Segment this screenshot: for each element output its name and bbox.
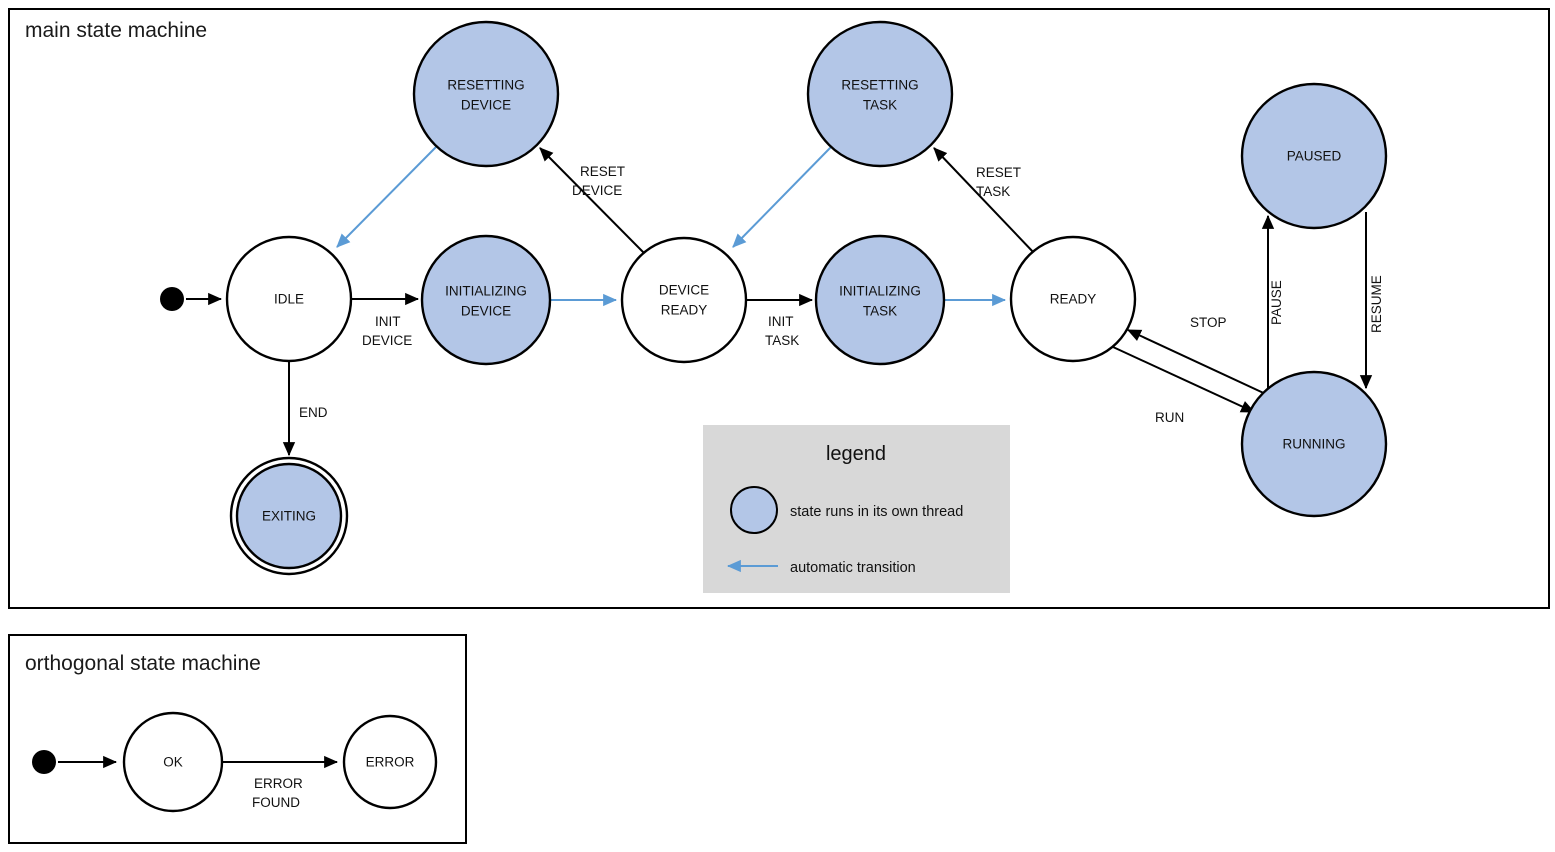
state-idle-label: IDLE: [274, 292, 304, 307]
state-idle[interactable]: IDLE: [225, 235, 353, 363]
transition-idle-to-initializing-device: INIT DEVICE: [352, 292, 420, 348]
edge-label-init-task-line2: TASK: [765, 333, 799, 348]
orthogonal-frame-title: orthogonal state machine: [25, 652, 261, 675]
edge-label-stop: STOP: [1190, 315, 1227, 330]
state-device-ready-shape[interactable]: [620, 236, 748, 364]
state-initializing-device-label-line2: DEVICE: [461, 304, 511, 319]
state-exiting-label: EXITING: [262, 509, 316, 524]
state-exiting-outer-ring: [229, 456, 349, 576]
state-exiting[interactable]: EXITING: [229, 456, 349, 576]
state-resetting-task[interactable]: RESETTING TASK: [806, 20, 954, 168]
state-resetting-device-label-line2: DEVICE: [461, 98, 511, 113]
legend-thread-state-text: state runs in its own thread: [790, 504, 963, 520]
state-ok-shape[interactable]: [122, 711, 224, 813]
edge-label-reset-task-line1: RESET: [976, 165, 1021, 180]
transition-resetting-device-to-idle: [336, 146, 437, 248]
edge-label-init-device-line1: INIT: [375, 314, 401, 329]
legend-thread-state-swatch: [730, 486, 778, 534]
state-paused-shape[interactable]: [1240, 82, 1388, 230]
state-running[interactable]: RUNNING: [1240, 370, 1388, 518]
state-ready-shape[interactable]: [1009, 235, 1137, 363]
state-paused[interactable]: PAUSED: [1240, 82, 1388, 230]
state-initializing-task-shape[interactable]: [814, 234, 946, 366]
state-device-ready-label-line1: DEVICE: [659, 283, 709, 298]
state-device-ready-label-line2: READY: [661, 303, 708, 318]
state-resetting-task-label-line1: RESETTING: [841, 78, 918, 93]
state-running-shape[interactable]: [1240, 370, 1388, 518]
transition-resetting-task-to-device-ready: [732, 146, 832, 248]
state-initializing-device[interactable]: INITIALIZING DEVICE: [420, 234, 552, 366]
edge-label-init-task-line1: INIT: [768, 314, 794, 329]
transition-ready-to-resetting-task: RESET TASK: [933, 147, 1036, 255]
transition-paused-to-running: RESUME: [1359, 212, 1384, 390]
transition-device-ready-to-initializing-task: INIT TASK: [747, 293, 814, 348]
edge-label-error-found-line1: ERROR: [254, 776, 303, 791]
edge-label-init-device-line2: DEVICE: [362, 333, 412, 348]
state-ok[interactable]: OK: [122, 711, 224, 813]
legend-title: legend: [826, 443, 886, 465]
legend: legend state runs in its own thread auto…: [703, 425, 1010, 593]
state-error-shape[interactable]: [342, 714, 438, 810]
state-exiting-shape[interactable]: [235, 462, 343, 570]
state-initializing-task[interactable]: INITIALIZING TASK: [814, 234, 946, 366]
state-device-ready[interactable]: DEVICE READY: [620, 236, 748, 364]
state-initializing-task-label-line1: INITIALIZING: [839, 284, 921, 299]
state-resetting-device-shape[interactable]: [412, 20, 560, 168]
state-idle-shape[interactable]: [225, 235, 353, 363]
initial-state-marker: [160, 287, 184, 311]
edge-label-error-found-line2: FOUND: [252, 795, 300, 810]
transition-device-ready-to-resetting-device: RESET DEVICE: [539, 147, 647, 256]
transition-ready-to-running: RUN: [1112, 346, 1256, 425]
legend-automatic-transition-text: automatic transition: [790, 560, 916, 576]
state-error-label: ERROR: [366, 755, 415, 770]
transition-running-to-ready: STOP: [1126, 315, 1271, 397]
state-paused-label: PAUSED: [1287, 149, 1342, 164]
main-frame-title: main state machine: [25, 19, 207, 42]
edge-label-pause: PAUSE: [1269, 280, 1284, 325]
edge-label-run: RUN: [1155, 410, 1184, 425]
orthogonal-initial-state-marker: [32, 750, 56, 774]
state-resetting-device[interactable]: RESETTING DEVICE: [412, 20, 560, 168]
transition-ok-to-error: ERROR FOUND: [222, 755, 339, 810]
edge-label-reset-task-line2: TASK: [976, 184, 1010, 199]
edge-label-resume: RESUME: [1369, 275, 1384, 333]
transition-running-to-paused: PAUSE: [1261, 214, 1284, 400]
state-ready-label: READY: [1050, 292, 1097, 307]
edge-label-end: END: [299, 405, 328, 420]
state-initializing-device-label-line1: INITIALIZING: [445, 284, 527, 299]
edge-label-reset-device-line2: DEVICE: [572, 183, 622, 198]
state-error[interactable]: ERROR: [342, 714, 438, 810]
state-resetting-task-label-line2: TASK: [863, 98, 897, 113]
state-initializing-device-shape[interactable]: [420, 234, 552, 366]
edge-label-reset-device-line1: RESET: [580, 164, 625, 179]
state-resetting-task-shape[interactable]: [806, 20, 954, 168]
transition-idle-to-exiting: END: [282, 362, 328, 457]
state-ready[interactable]: READY: [1009, 235, 1137, 363]
state-resetting-device-label-line1: RESETTING: [447, 78, 524, 93]
state-ok-label: OK: [163, 755, 183, 770]
state-running-label: RUNNING: [1283, 437, 1346, 452]
state-initializing-task-label-line2: TASK: [863, 304, 897, 319]
